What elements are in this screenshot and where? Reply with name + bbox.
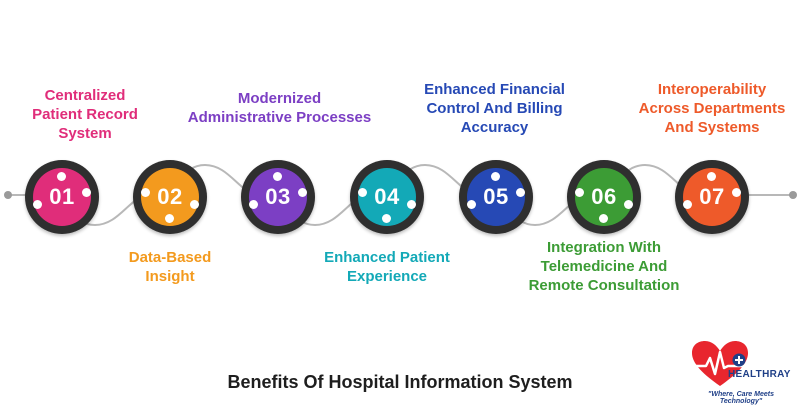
step-07-dot-right (732, 188, 741, 197)
step-05-dot-left (467, 200, 476, 209)
step-05-circle: 05 (459, 160, 533, 234)
step-01-number: 01 (49, 184, 75, 209)
step-06-dot-right (624, 200, 633, 209)
step-01-circle: 01 (25, 160, 99, 234)
step-06-label: Integration With Telemedicine And Remote… (528, 239, 680, 294)
logo-tagline: "Where, Care Meets Technology" (708, 391, 774, 405)
step-06-number: 06 (591, 184, 617, 209)
step-07-dot-left (683, 200, 692, 209)
step-01-dot-right (82, 188, 91, 197)
step-03-dot-top (273, 172, 282, 181)
step-07-dot-top (707, 172, 716, 181)
step-06-circle: 06 (567, 160, 641, 234)
step-04-circle: 04 (350, 160, 424, 234)
plus-badge-icon (732, 353, 746, 367)
step-07-circle: 07 (675, 160, 749, 234)
step-05-label: Enhanced Financial Control And Billing A… (424, 81, 565, 136)
step-07-number: 07 (699, 184, 725, 209)
step-02-dot-left (141, 188, 150, 197)
step-01-label: Centralized Patient Record System (32, 87, 138, 142)
step-04-number: 04 (374, 184, 400, 209)
line-start-dot (4, 191, 12, 199)
step-01-dot-top (57, 172, 66, 181)
step-02-dot-bottom (165, 214, 174, 223)
step-05-dot-right (516, 188, 525, 197)
healthray-logo: HEALTHRAY "Where, Care Meets Technology" (688, 340, 794, 405)
step-02-dot-right (190, 200, 199, 209)
logo-name: HEALTHRAY (728, 369, 791, 380)
step-04-dot-bottom (382, 214, 391, 223)
step-03-dot-right (298, 188, 307, 197)
step-04-label: Enhanced Patient Experience (324, 249, 450, 285)
step-03-label: Modernized Administrative Processes (187, 90, 372, 126)
step-06-dot-bottom (599, 214, 608, 223)
step-06-dot-left (575, 188, 584, 197)
step-05-number: 05 (483, 184, 509, 209)
step-02-circle: 02 (133, 160, 207, 234)
step-04-dot-right (407, 200, 416, 209)
step-07-label: Interoperability Across Departments And … (638, 81, 786, 136)
step-03-dot-left (249, 200, 258, 209)
step-01-dot-left (33, 200, 42, 209)
step-02-number: 02 (157, 184, 183, 209)
line-end-dot (789, 191, 797, 199)
step-04-dot-left (358, 188, 367, 197)
heart-logo-icon (692, 341, 748, 386)
diagram-title: Benefits Of Hospital Information System (227, 372, 573, 392)
step-03-number: 03 (265, 184, 291, 209)
step-02-label: Data-Based Insight (128, 249, 212, 285)
step-05-dot-top (491, 172, 500, 181)
step-03-circle: 03 (241, 160, 315, 234)
